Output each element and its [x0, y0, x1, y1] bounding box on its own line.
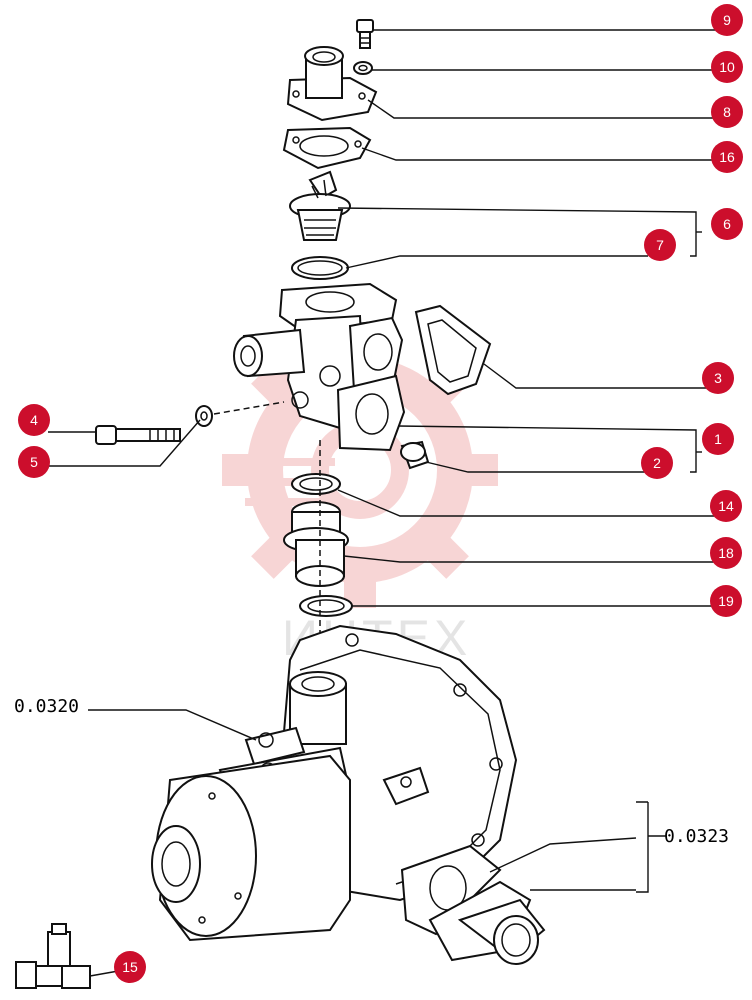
callout-5-label: 5 [30, 454, 38, 470]
thermostat-6 [289, 170, 351, 241]
callout-16: 16 [711, 141, 743, 173]
callout-19: 19 [710, 585, 742, 617]
callout-18: 18 [710, 537, 742, 569]
callout-3: 3 [702, 362, 734, 394]
callout-7: 7 [644, 229, 676, 261]
callout-2-label: 2 [653, 455, 661, 471]
thermostat-housing [233, 282, 406, 452]
water-pump-body [151, 624, 518, 942]
bolt-4 [95, 425, 181, 445]
callout-4-label: 4 [30, 412, 38, 428]
callout-3-label: 3 [714, 370, 722, 386]
callout-14: 14 [710, 490, 742, 522]
callout-7-label: 7 [656, 237, 664, 253]
callout-15: 15 [114, 951, 146, 983]
washer-5 [195, 405, 213, 427]
callout-16-label: 16 [719, 149, 735, 165]
leader-lines [48, 29, 716, 977]
callout-1: 1 [702, 423, 734, 455]
callout-9: 9 [711, 4, 743, 36]
callout-14-label: 14 [718, 498, 734, 514]
thermostat-cover-8 [286, 46, 378, 122]
washer-14 [291, 473, 341, 495]
callout-2: 2 [641, 447, 673, 479]
gasket-16 [282, 126, 372, 170]
callout-8-label: 8 [723, 104, 731, 120]
washer-10 [353, 61, 373, 75]
callout-15-label: 15 [122, 959, 138, 975]
washer-19 [299, 595, 353, 617]
callout-4: 4 [18, 404, 50, 436]
callout-19-label: 19 [718, 593, 734, 609]
ref-code-outlet: 0.0323 [664, 826, 729, 847]
callout-6: 6 [711, 208, 743, 240]
bolt-9 [356, 19, 374, 49]
plug-2 [400, 440, 430, 470]
ref-code-pump: 0.0320 [14, 696, 79, 717]
sealant-kit-15 [15, 923, 91, 989]
callout-10-label: 10 [719, 59, 735, 75]
callout-1-label: 1 [714, 431, 722, 447]
gasket-3 [414, 304, 492, 396]
outlet-pipe-0-0323 [400, 844, 546, 965]
callout-18-label: 18 [718, 545, 734, 561]
fitting-18 [283, 501, 349, 587]
callout-6-label: 6 [723, 216, 731, 232]
callout-10: 10 [711, 51, 743, 83]
seal-ring-7 [291, 256, 349, 280]
callout-5: 5 [18, 446, 50, 478]
callout-9-label: 9 [723, 12, 731, 28]
callout-8: 8 [711, 96, 743, 128]
